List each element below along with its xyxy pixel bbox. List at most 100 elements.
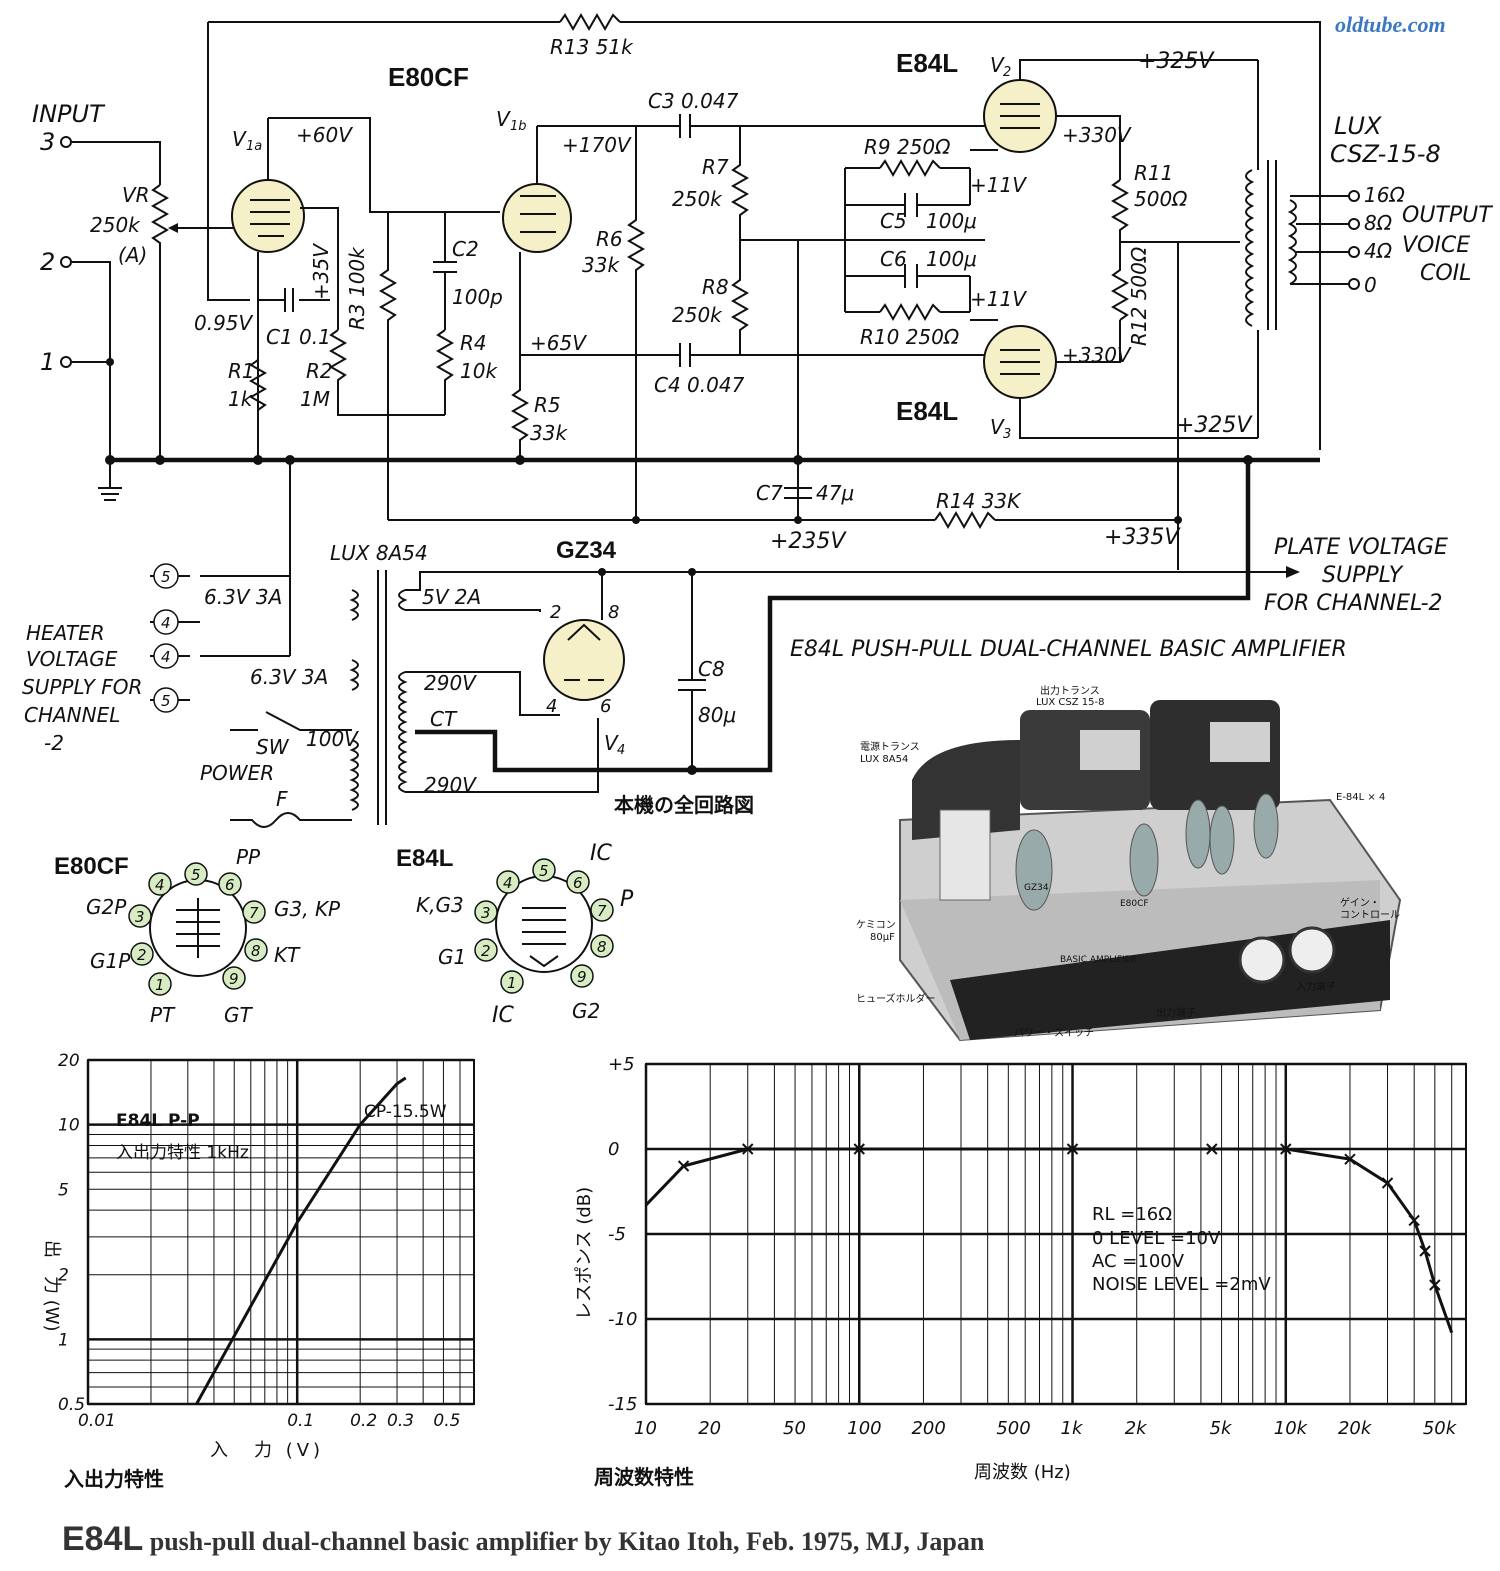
hv-top-label: 290V <box>424 671 477 695</box>
r3-label: R3 100k <box>345 246 369 330</box>
footer-text: push-pull dual-channel basic amplifier b… <box>143 1527 985 1556</box>
heater-winding-b <box>349 659 359 691</box>
v1b-tube <box>502 183 572 253</box>
r10-resistor <box>879 302 941 322</box>
r8-value: 250k <box>672 303 723 327</box>
freq-ytick: 0 <box>608 1139 619 1160</box>
freq-point <box>1381 1177 1394 1189</box>
r1-label: R1 <box>228 359 255 383</box>
c4-label: C4 0.047 <box>654 373 745 397</box>
c3-label: C3 0.047 <box>648 89 739 113</box>
power-switch[interactable] <box>230 711 352 731</box>
r1-resistor <box>248 359 268 411</box>
footer-model: E84L <box>62 1520 144 1558</box>
r12-resistor <box>1110 242 1130 321</box>
svg-text:G2P: G2P <box>86 895 127 919</box>
freq-xtick: 500 <box>996 1418 1030 1439</box>
site-watermark: oldtube.com <box>1335 12 1446 37</box>
v1a-tube <box>231 179 305 253</box>
r4-resistor <box>435 329 455 415</box>
input-terminal-2[interactable] <box>60 256 72 268</box>
heater-winding-a <box>349 589 359 621</box>
output-terminal-16[interactable] <box>1348 190 1360 202</box>
svg-text:9: 9 <box>577 968 587 986</box>
io-ytick: 20 <box>58 1051 80 1071</box>
c5-value: 100μ <box>926 209 977 233</box>
freq-ytick: -5 <box>608 1224 626 1245</box>
freq-point <box>1066 1143 1079 1155</box>
freq-chart-title: 周波数特性 <box>594 1465 694 1489</box>
svg-text:KT: KT <box>274 943 301 967</box>
voltage-325-top: +325V <box>1138 49 1215 74</box>
output-tx-model: CSZ-15-8 <box>1330 140 1441 168</box>
voltage-170: +170V <box>562 133 632 157</box>
output-terminal-8[interactable] <box>1348 218 1360 230</box>
r13-resistor <box>559 12 621 32</box>
svg-text:LUX CSZ 15-8: LUX CSZ 15-8 <box>1036 697 1104 708</box>
voltage-330-top: +330V <box>1062 123 1132 147</box>
voltage-325-bottom: +325V <box>1176 413 1253 438</box>
freq-point <box>1419 1245 1431 1257</box>
plate-supply-1: PLATE VOLTAGE <box>1274 535 1448 560</box>
svg-text:8: 8 <box>251 942 261 960</box>
svg-text:80μF: 80μF <box>870 932 895 943</box>
freq-point <box>853 1143 865 1155</box>
circle-num-1: 5 <box>161 568 171 586</box>
svg-text:8: 8 <box>597 938 607 956</box>
svg-text:4: 4 <box>503 874 513 892</box>
freq-xtick: 20k <box>1338 1418 1373 1439</box>
hv-winding <box>398 671 408 793</box>
e84l-title-bottom: E84L <box>896 396 958 426</box>
svg-text:5: 5 <box>191 866 201 884</box>
io-frame <box>87 1059 475 1405</box>
io-ytick: 1 <box>58 1330 69 1350</box>
input-pin-2: 2 <box>40 248 55 276</box>
output-tap-0: 0 <box>1364 273 1377 297</box>
gz34-tube <box>543 619 625 701</box>
r3-resistor <box>378 212 398 520</box>
svg-text:P: P <box>620 887 634 912</box>
freq-frame <box>645 1063 1467 1405</box>
r6-value: 33k <box>582 253 620 277</box>
svg-text:電源トランス: 電源トランス <box>860 740 920 753</box>
io-cp-label: CP-15.5W <box>364 1102 447 1122</box>
svg-text:G1: G1 <box>438 945 466 969</box>
freq-xtick: 50k <box>1423 1418 1458 1439</box>
freq-curve <box>644 1147 1454 1334</box>
circle-num-4: 5 <box>161 692 171 710</box>
output-terminal-0[interactable] <box>1348 278 1360 290</box>
svg-text:9: 9 <box>229 970 239 988</box>
heater-supply-4: CHANNEL <box>24 703 120 727</box>
svg-text:入力端子: 入力端子 <box>1296 980 1336 993</box>
r1-value: 1k <box>228 387 254 411</box>
input-terminal-1[interactable] <box>60 356 72 368</box>
heater-supply-2: VOLTAGE <box>26 647 118 671</box>
io-chart-ylabel: 出 力 (W) <box>41 1240 62 1332</box>
r14-resistor <box>934 510 996 530</box>
c2-label: C2 <box>452 237 479 261</box>
hv-return-bus <box>415 460 1251 773</box>
v1a-sub: 1a <box>246 139 262 154</box>
voltage-60: +60V <box>296 123 353 147</box>
r6-resistor <box>626 126 646 520</box>
v2-label: V <box>990 53 1005 77</box>
c7-value: 47μ <box>816 481 854 505</box>
freq-point <box>1344 1153 1356 1165</box>
io-xtick: 0.2 <box>350 1411 377 1431</box>
r10-label: R10 250Ω <box>860 325 960 349</box>
schematic-caption-jp: 本機の全回路図 <box>614 793 754 817</box>
svg-text:1: 1 <box>155 976 165 994</box>
output-terminal-4[interactable] <box>1348 246 1360 258</box>
input-terminal-3[interactable] <box>60 136 72 148</box>
freq-annotation-3: AC =100V <box>1092 1251 1185 1272</box>
e84l-title-top: E84L <box>896 48 958 78</box>
c7-label: C7 <box>756 481 783 505</box>
svg-text:GZ34: GZ34 <box>1024 883 1049 893</box>
freq-point <box>1408 1214 1420 1227</box>
freq-xtick: 20 <box>698 1418 721 1439</box>
io-xtick: 0.3 <box>387 1411 414 1431</box>
r9-label: R9 250Ω <box>864 135 951 159</box>
io-chart-title: 入出力特性 <box>64 1467 164 1491</box>
io-xtick: 0.01 <box>78 1411 116 1431</box>
